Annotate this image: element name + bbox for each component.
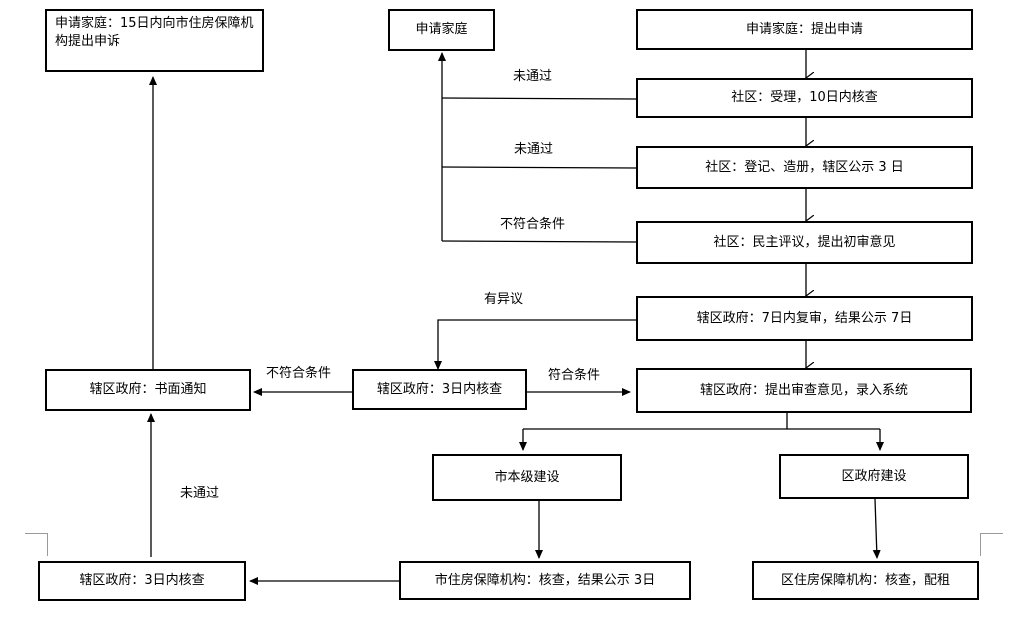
community-review-box: 社区：民主评议，提出初审意见 (636, 221, 973, 264)
district-notice-box: 辖区政府：书面通知 (45, 369, 251, 411)
label-not-passed-3: 未通过 (180, 486, 220, 501)
district-build-box: 区政府建设 (779, 454, 969, 499)
district-submit-opinion-box: 辖区政府：提出审查意见，录入系统 (636, 368, 972, 413)
label-not-passed-1: 未通过 (513, 69, 553, 84)
community-register-box: 社区：登记、造册，辖区公示 3 日 (636, 146, 973, 189)
city-agency-check-box: 市住房保障机构：核查，结果公示 3日 (399, 561, 691, 600)
reject-line-2 (441, 166, 637, 169)
reject-line-3 (441, 240, 637, 243)
label-has-objection: 有异议 (484, 292, 524, 307)
city-build-box: 市本级建设 (432, 454, 622, 501)
label-not-eligible-1: 不符合条件 (500, 217, 566, 232)
submit-application-box: 申请家庭：提出申请 (636, 9, 973, 50)
applicant-family-box: 申请家庭 (388, 9, 495, 51)
appeal-box: 申请家庭：15日内向市住房保障机构提出申诉 (45, 9, 264, 72)
label-not-eligible-2: 不符合条件 (266, 366, 332, 381)
label-eligible: 符合条件 (548, 368, 601, 383)
objection-line (434, 319, 636, 370)
label-not-passed-2: 未通过 (514, 142, 554, 157)
community-accept-box: 社区：受理，10日内核查 (636, 78, 973, 118)
district-build-to-agency-arrow (872, 498, 881, 559)
district-verify-3days-box: 辖区政府：3日内核查 (352, 369, 527, 410)
crop-mark-left (25, 533, 48, 556)
district-verify-bottom-box: 辖区政府：3日内核查 (38, 561, 246, 601)
district-recheck-box: 辖区政府：7日内复审，结果公示 7日 (636, 296, 973, 341)
district-agency-check-box: 区住房保障机构：核查，配租 (752, 561, 979, 600)
reject-line-1 (441, 97, 637, 100)
crop-mark-right (980, 533, 1003, 556)
